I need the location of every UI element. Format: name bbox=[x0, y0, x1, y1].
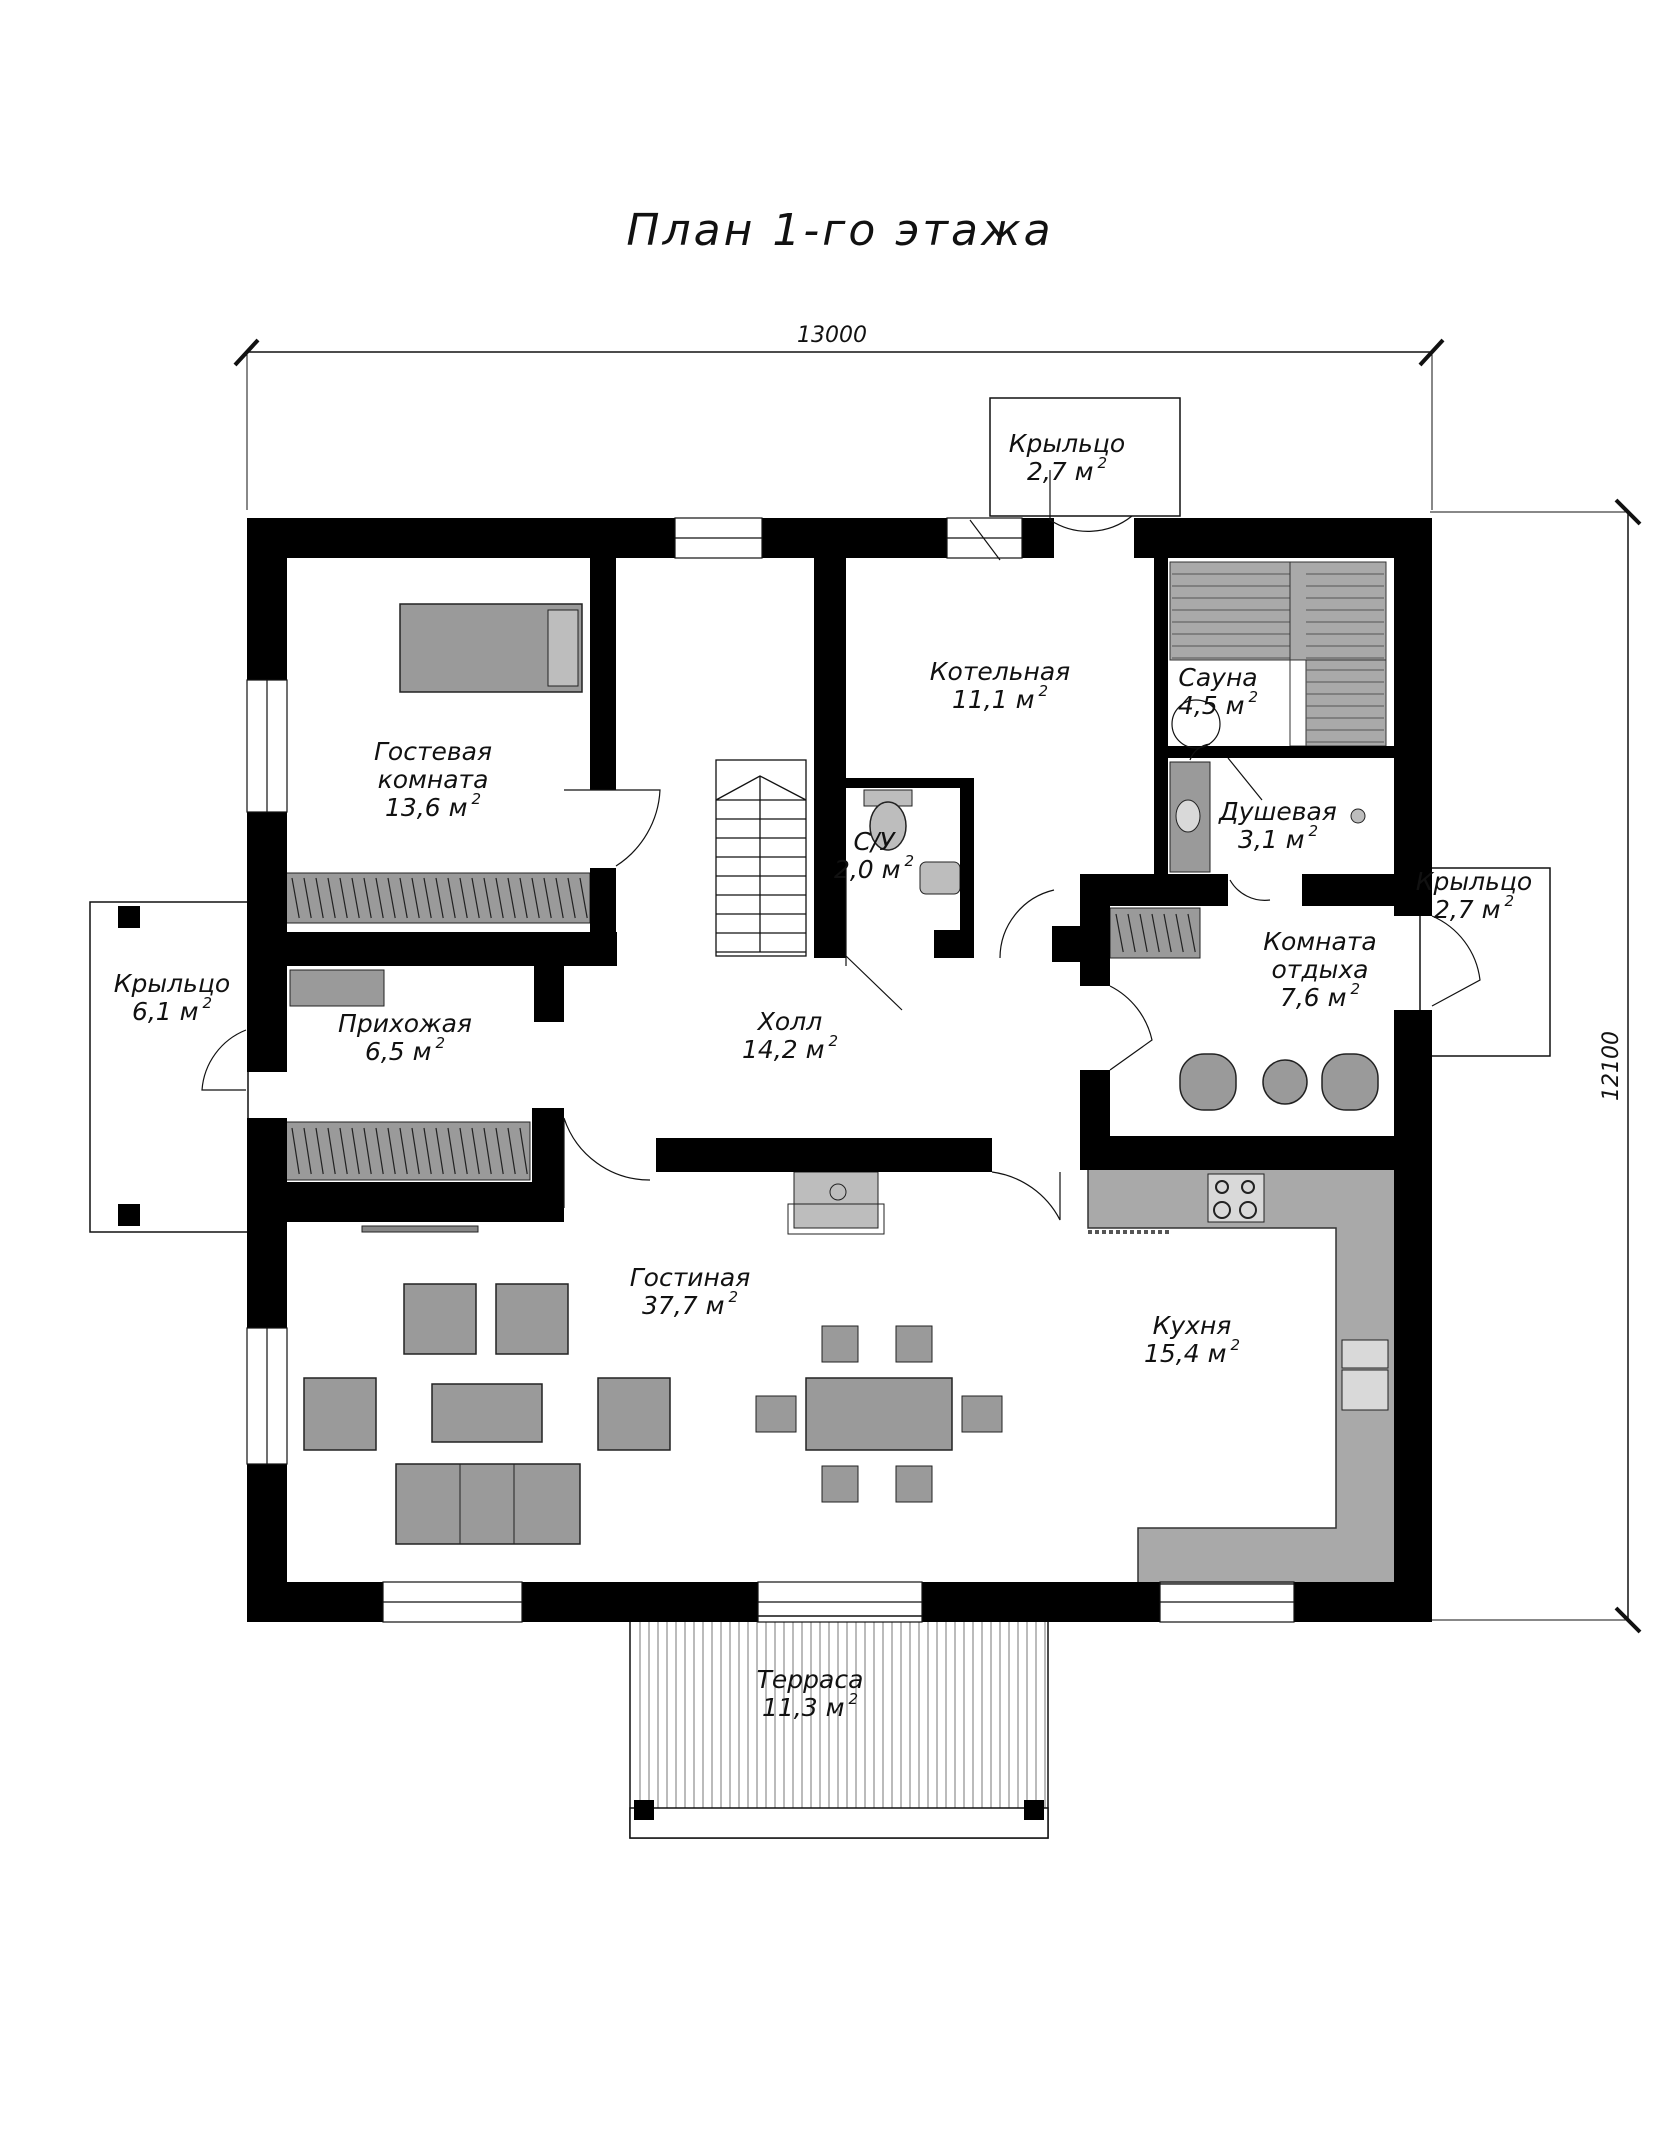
room-name: Душевая bbox=[1218, 797, 1337, 826]
area-exponent: 2 bbox=[1230, 1336, 1240, 1354]
room-name: Кухня bbox=[1153, 1311, 1232, 1340]
area-exponent: 2 bbox=[1249, 688, 1259, 706]
sauna-benches bbox=[1169, 561, 1387, 747]
area-exponent: 2 bbox=[1309, 822, 1319, 840]
area-value: 14,2 bbox=[742, 1035, 798, 1064]
area-exponent: 2 bbox=[905, 852, 915, 870]
area-exponent: 2 bbox=[471, 790, 481, 808]
width-dimension: 13000 bbox=[797, 323, 867, 348]
area-unit: м bbox=[1320, 983, 1347, 1012]
area-exponent: 2 bbox=[728, 1288, 738, 1306]
openings bbox=[201, 470, 1481, 1623]
area-exponent: 2 bbox=[203, 994, 213, 1012]
area-unit: м bbox=[798, 1035, 825, 1064]
kitchen-counter bbox=[1087, 1167, 1403, 1585]
room-name: Терраса bbox=[757, 1665, 864, 1694]
area-unit: м bbox=[1200, 1339, 1227, 1368]
dimension-lines bbox=[233, 338, 1642, 1634]
room-name: Гостиная bbox=[630, 1263, 750, 1292]
room-name: Гостевая bbox=[374, 737, 492, 766]
area-unit: м bbox=[1067, 457, 1094, 486]
area-exponent: 2 bbox=[1098, 454, 1108, 472]
area-value: 15,4 bbox=[1144, 1339, 1200, 1368]
area-value: 4,5 bbox=[1178, 691, 1218, 720]
area-unit: м bbox=[698, 1291, 725, 1320]
room-name: Сауна bbox=[1178, 663, 1257, 692]
area-value: 11,3 bbox=[762, 1693, 818, 1722]
area-value: 6,5 bbox=[365, 1037, 405, 1066]
area-exponent: 2 bbox=[828, 1032, 838, 1050]
area-unit: м bbox=[172, 997, 199, 1026]
area-unit: м bbox=[1218, 691, 1245, 720]
area-exponent: 2 bbox=[436, 1034, 446, 1052]
area-unit: м bbox=[1278, 825, 1305, 854]
area-exponent: 2 bbox=[1038, 682, 1048, 700]
area-unit: м bbox=[405, 1037, 432, 1066]
plan-title: План 1-го этажа bbox=[626, 205, 1053, 256]
terrace bbox=[629, 1615, 1049, 1839]
height-dimension: 12100 bbox=[1599, 1031, 1624, 1101]
room-name: Холл bbox=[756, 1007, 822, 1036]
room-name: Котельная bbox=[930, 657, 1070, 686]
room-name: Крыльцо bbox=[114, 969, 230, 998]
room-name: Комната bbox=[1263, 927, 1376, 956]
area-value: 2,7 bbox=[1434, 895, 1474, 924]
area-exponent: 2 bbox=[848, 1690, 858, 1708]
wardrobes bbox=[283, 872, 1201, 1181]
walls bbox=[247, 518, 1432, 1622]
area-value: 2,7 bbox=[1027, 457, 1067, 486]
room-name: Крыльцо bbox=[1416, 867, 1532, 896]
area-value: 11,1 bbox=[952, 685, 1008, 714]
room-name: Крыльцо bbox=[1009, 429, 1125, 458]
area-unit: м bbox=[1008, 685, 1035, 714]
area-value: 6,1 bbox=[132, 997, 172, 1026]
area-unit: м bbox=[818, 1693, 845, 1722]
stairs bbox=[715, 759, 807, 957]
area-value: 3,1 bbox=[1238, 825, 1278, 854]
room-name: отдыха bbox=[1272, 955, 1369, 984]
area-unit: м bbox=[441, 793, 468, 822]
area-unit: м bbox=[874, 855, 901, 884]
area-value: 37,7 bbox=[642, 1291, 698, 1320]
room-name: Прихожая bbox=[338, 1009, 472, 1038]
porch-posts bbox=[118, 906, 140, 1226]
area-exponent: 2 bbox=[1505, 892, 1515, 910]
furniture bbox=[289, 603, 1379, 1545]
area-value: 13,6 bbox=[385, 793, 441, 822]
area-unit: м bbox=[1474, 895, 1501, 924]
area-value: 7,6 bbox=[1280, 983, 1320, 1012]
area-exponent: 2 bbox=[1351, 980, 1361, 998]
room-name: С/У bbox=[853, 827, 896, 856]
area-value: 2,0 bbox=[834, 855, 874, 884]
room-name: комната bbox=[378, 765, 489, 794]
